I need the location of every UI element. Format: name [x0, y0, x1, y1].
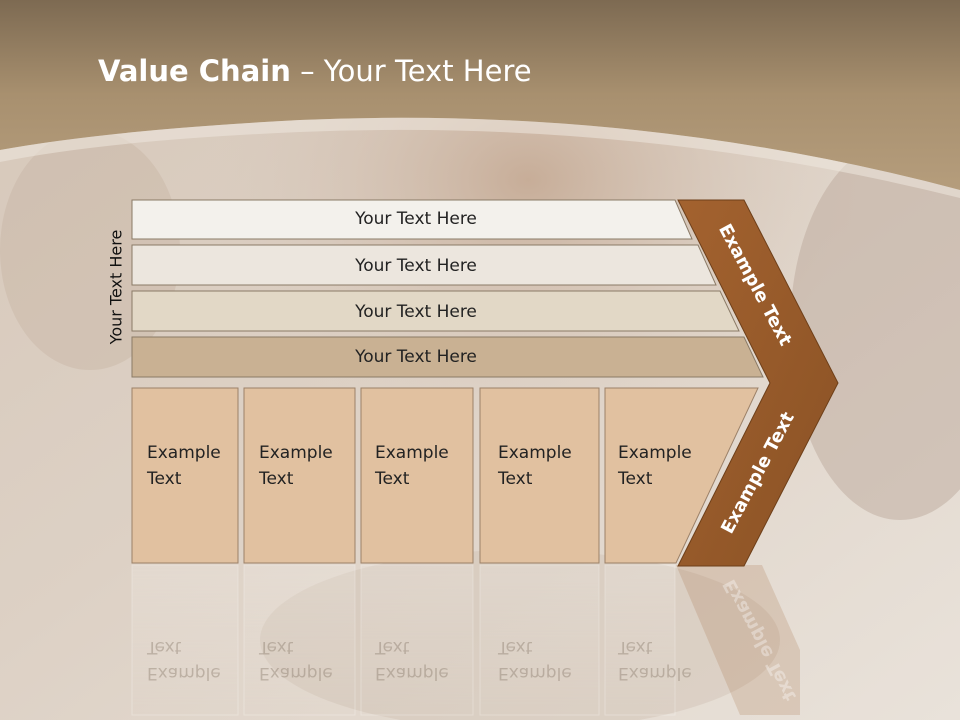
box-1-line1: Example	[147, 443, 221, 463]
band-2-label: Your Text Here	[355, 256, 477, 276]
box-2-line2: Text	[259, 469, 294, 489]
box-3	[360, 387, 474, 564]
band-4-label: Your Text Here	[355, 347, 477, 367]
box-2	[243, 387, 356, 564]
box-5-label: Example Text	[618, 440, 708, 492]
box-4-line1: Example	[498, 443, 572, 463]
slide-title: Value Chain – Your Text Here	[98, 54, 532, 88]
title-bold: Value Chain	[98, 54, 291, 88]
box-1	[131, 387, 239, 564]
band-2	[131, 244, 717, 286]
box-2-line1: Example	[259, 443, 333, 463]
box-3-line2: Text	[375, 469, 410, 489]
title-rest: – Your Text Here	[300, 54, 532, 88]
box-4-reflection: Example Text	[498, 637, 572, 683]
box-2-reflection: Example Text	[259, 637, 333, 683]
box-5-reflection: Example Text	[618, 637, 692, 683]
box-3-label: Example Text	[375, 440, 465, 492]
box-3-reflection: Example Text	[375, 637, 449, 683]
band-1-label: Your Text Here	[355, 209, 477, 229]
band-3	[131, 290, 740, 332]
box-4	[479, 387, 600, 564]
box-1-line2: Text	[147, 469, 182, 489]
box-5-line2: Text	[618, 469, 653, 489]
band-3-label: Your Text Here	[355, 302, 477, 322]
box-1-label: Example Text	[147, 440, 237, 492]
box-5	[604, 387, 759, 564]
box-2-label: Example Text	[259, 440, 349, 492]
box-1-reflection: Example Text	[147, 637, 221, 683]
box-4-label: Example Text	[498, 440, 588, 492]
band-4	[131, 336, 764, 378]
chevron-arrow	[677, 199, 839, 567]
box-5-line1: Example	[618, 443, 692, 463]
box-4-line2: Text	[498, 469, 533, 489]
box-3-line1: Example	[375, 443, 449, 463]
band-1	[131, 199, 693, 240]
